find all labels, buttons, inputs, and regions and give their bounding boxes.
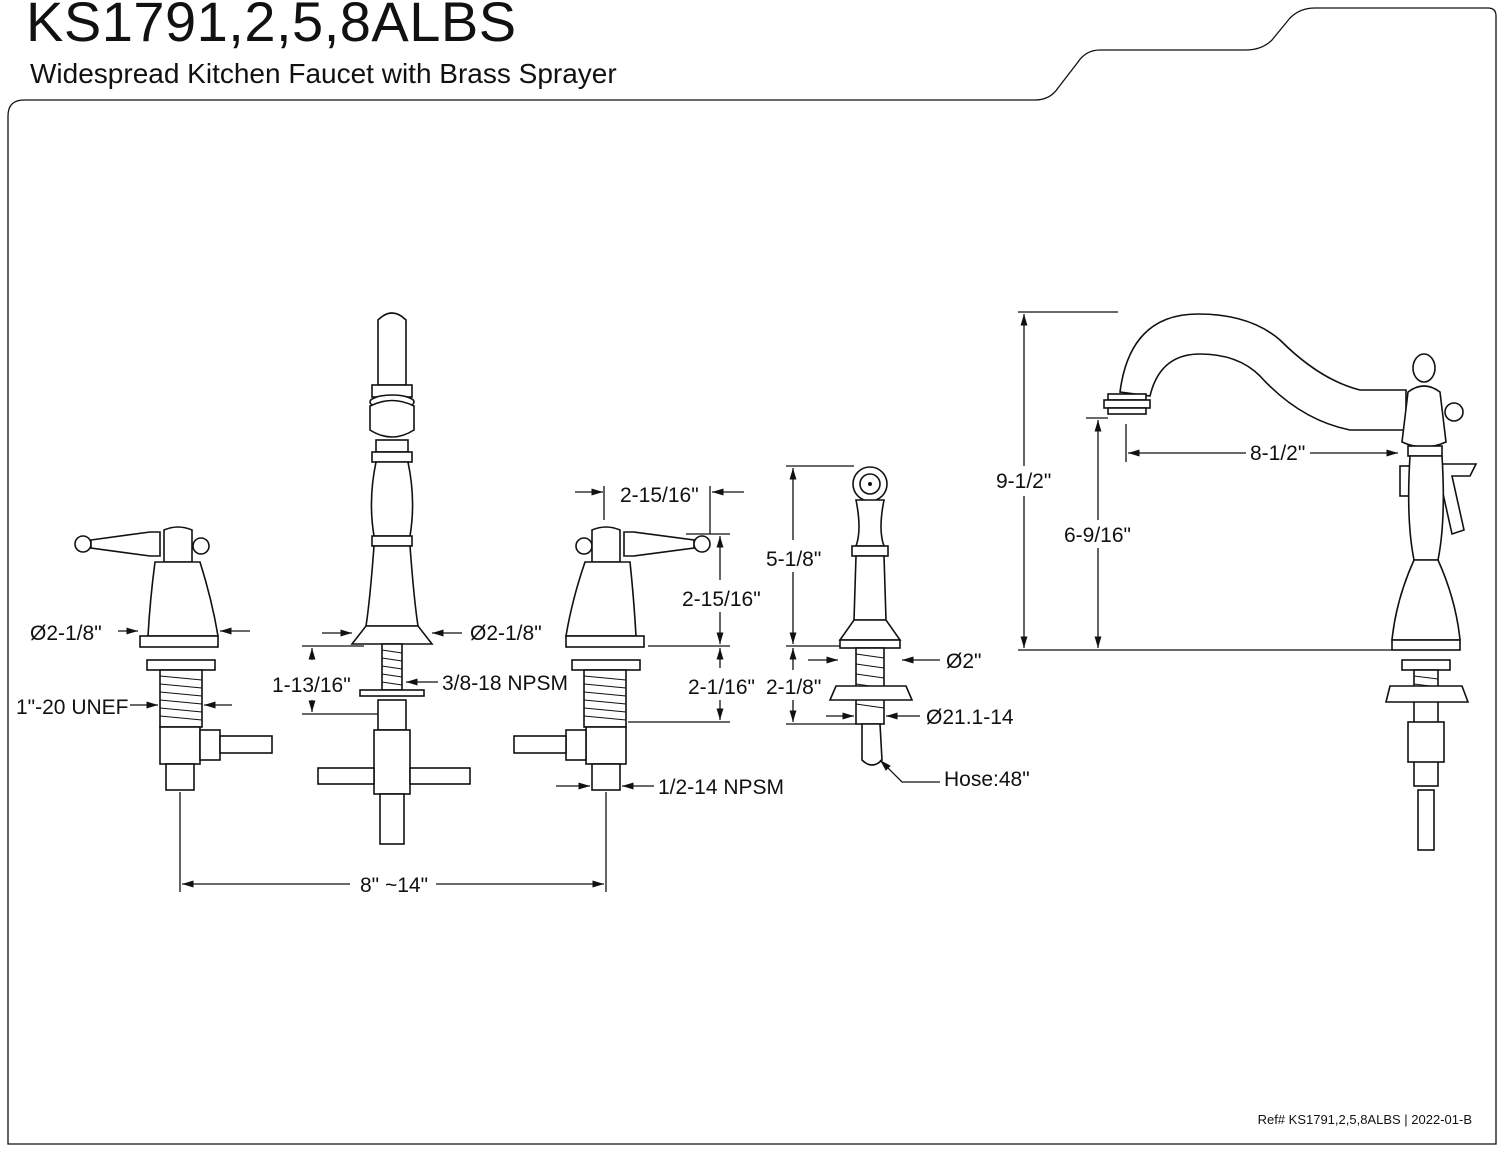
- dim-label-sprayer-height: 5-1/8": [766, 548, 821, 571]
- dim-label-spout-total-height: 9-1/2": [996, 470, 1051, 493]
- dim-label-handle-width: 2-15/16": [620, 484, 699, 507]
- dim-label-handle-height: 2-15/16": [682, 588, 761, 611]
- leader-line: [879, 759, 940, 783]
- dim-label-hose-length: Hose:48": [944, 768, 1030, 791]
- dim-label-sprayer-shank-length: 2-1/8": [766, 676, 821, 699]
- spout-front-view: [317, 312, 471, 845]
- left-handle-valve: [74, 526, 273, 791]
- dim-label-handle-flange-dia-left: Ø2-1/8": [30, 622, 102, 645]
- right-handle-valve: [513, 526, 711, 791]
- product-description: Widespread Kitchen Faucet with Brass Spr…: [30, 58, 617, 89]
- dim-label-spout-reach: 8-1/2": [1250, 442, 1305, 465]
- spout-side-view: [1103, 313, 1478, 851]
- dim-label-center-spread: 8" ~14": [360, 874, 428, 897]
- dim-label-spout-outlet-height: 6-9/16": [1064, 524, 1131, 547]
- drawing-reference: Ref# KS1791,2,5,8ALBS | 2022-01-B: [1257, 1112, 1472, 1127]
- dim-label-spout-flange-dia: Ø2-1/8": [470, 622, 542, 645]
- dim-label-spout-shank-length: 1-13/16": [272, 674, 351, 697]
- dim-label-spout-thread: 3/8-18 NPSM: [442, 672, 568, 695]
- side-sprayer: [828, 466, 914, 766]
- dim-label-handle-shank-length: 2-1/16": [688, 676, 755, 699]
- dim-label-sprayer-base-dia: Ø2": [946, 650, 981, 673]
- dim-label-supply-thread: 1/2-14 NPSM: [658, 776, 784, 799]
- drawing-frame: [7, 7, 1497, 1145]
- dim-label-handle-thread: 1"-20 UNEF: [16, 696, 129, 719]
- product-model-title: KS1791,2,5,8ALBS: [26, 0, 517, 53]
- dim-label-sprayer-thread: Ø21.1-14: [926, 706, 1014, 729]
